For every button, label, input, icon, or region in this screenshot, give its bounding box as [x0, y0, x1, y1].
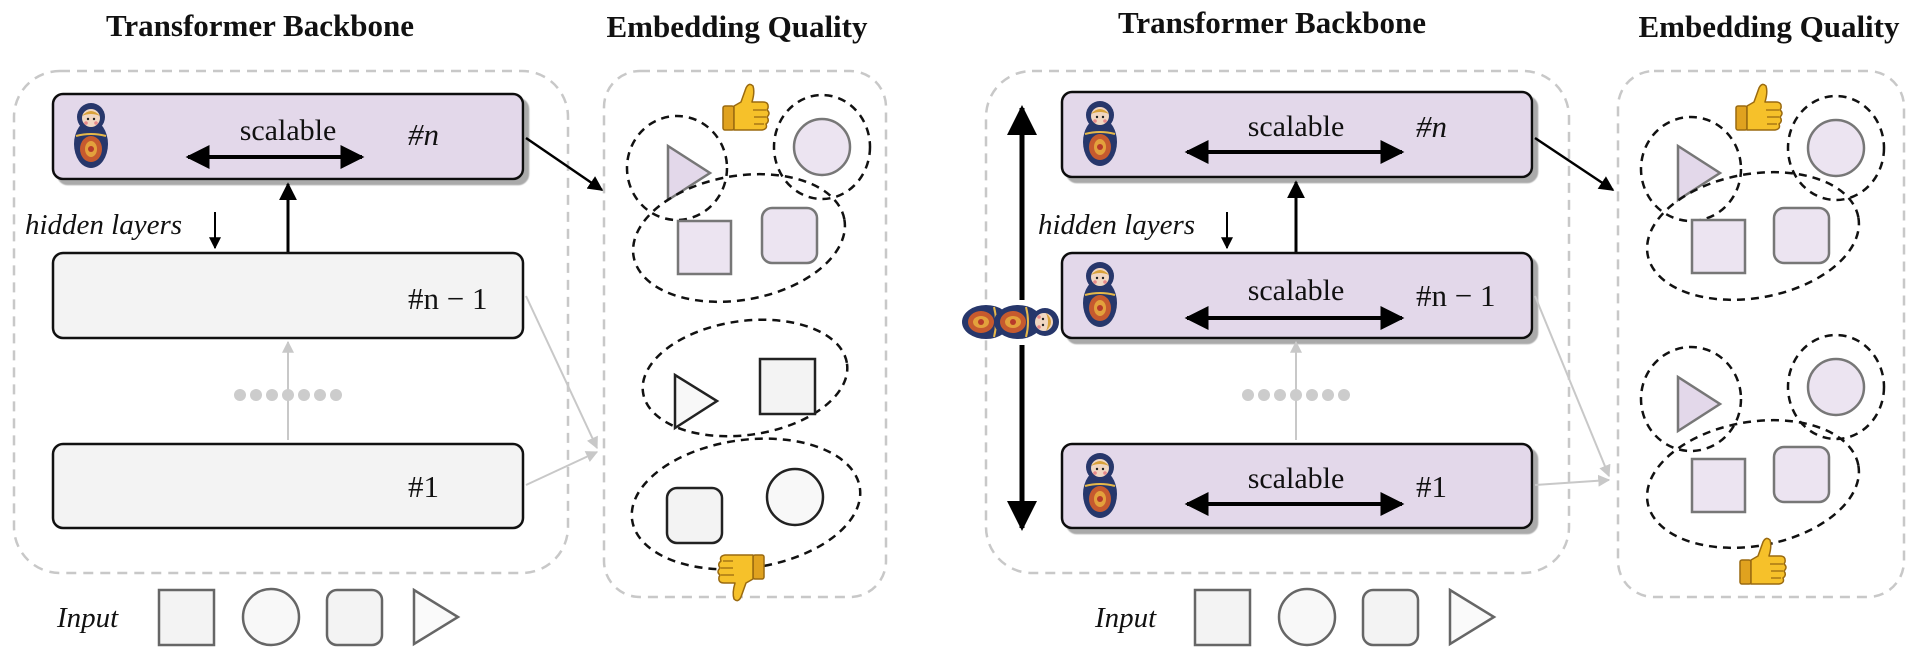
matryoshka-doll-icon	[73, 102, 109, 169]
left-layer-1-label: #1	[408, 469, 439, 504]
left-quality-container	[602, 69, 888, 599]
right-input-circle	[1277, 587, 1337, 647]
right-scalable-top-label: scalable	[1248, 110, 1345, 143]
left-bad-rounded-square	[665, 486, 724, 545]
left-quality-title: Embedding Quality	[607, 9, 868, 44]
left-input-triangle	[412, 587, 461, 647]
thumbs-up-icon	[1735, 83, 1783, 131]
left-layer-n-1-label: #n − 1	[408, 281, 487, 316]
left-input-square	[157, 588, 216, 647]
right-layer-1-to-quality-arrow	[1534, 474, 1611, 487]
right-top-square	[1690, 218, 1747, 275]
left-layer-n-1-to-quality-arrow	[525, 295, 598, 450]
left-good-circle	[792, 117, 852, 177]
right-bottom-triangle	[1676, 374, 1723, 434]
left-good-cluster-triangle	[625, 114, 729, 222]
left-backbone-container	[12, 69, 570, 575]
left-layer-1-to-quality-arrow	[525, 451, 599, 486]
left-layer-1	[51, 442, 525, 530]
right-bottom-cluster-triangle	[1639, 345, 1743, 453]
left-layer-n	[51, 92, 525, 181]
right-layer-n-label: #n	[1416, 109, 1447, 144]
left-input-label: Input	[56, 602, 119, 634]
thumbs-down-icon	[717, 554, 765, 602]
left-good-cluster-squares	[631, 172, 847, 304]
right-layer-1-label: #1	[1416, 469, 1447, 504]
right-layer-n-1	[1060, 251, 1534, 340]
thumbs-up-icon	[722, 83, 770, 131]
left-input-circle	[241, 587, 301, 647]
left-good-triangle	[666, 143, 713, 203]
left-backbone-title: Transformer Backbone	[106, 8, 414, 43]
left-layer-n-1	[51, 251, 525, 340]
left-good-cluster-circle	[772, 93, 872, 201]
right-scalable-mid-label: scalable	[1248, 274, 1345, 307]
right-backbone-container	[984, 69, 1571, 575]
right-scalable-bottom-label: scalable	[1248, 462, 1345, 495]
right-bottom-square	[1690, 457, 1747, 514]
left-panel: Transformer Backbone Embedding Quality s…	[12, 8, 888, 647]
right-top-cluster-triangle	[1639, 115, 1743, 223]
right-input-triangle	[1448, 587, 1497, 647]
left-good-square	[676, 219, 733, 276]
right-bottom-cluster-circle	[1786, 333, 1886, 441]
right-top-cluster-circle	[1786, 94, 1886, 202]
left-ellipsis-dots	[234, 389, 342, 401]
left-hidden-layers-label: hidden layers	[25, 209, 182, 241]
matryoshka-doll-icon	[1082, 261, 1118, 328]
left-good-rounded-square	[760, 206, 819, 265]
right-input-square	[1193, 588, 1252, 647]
right-bottom-cluster-squares	[1645, 418, 1861, 550]
right-layer-n-to-quality-arrow	[1534, 136, 1615, 192]
right-top-rounded-square	[1772, 206, 1831, 265]
left-layer-n-to-quality-arrow	[525, 136, 604, 192]
right-quality-container	[1616, 69, 1906, 599]
right-panel: Transformer Backbone Embedding Quality s…	[961, 5, 1906, 647]
right-top-circle	[1806, 118, 1866, 178]
right-ellipsis-dots	[1242, 389, 1350, 401]
right-quality-title: Embedding Quality	[1639, 9, 1900, 44]
right-bottom-circle	[1806, 357, 1866, 417]
right-layer-n-1-label: #n − 1	[1416, 278, 1495, 313]
thumbs-up-icon	[1739, 537, 1787, 585]
right-input-rounded-square	[1361, 588, 1420, 647]
left-input-rounded-square	[325, 588, 384, 647]
right-bottom-rounded-square	[1772, 445, 1831, 504]
right-top-triangle	[1676, 143, 1723, 203]
right-backbone-title: Transformer Backbone	[1118, 5, 1426, 40]
left-bad-triangle	[673, 372, 720, 431]
matryoshka-doll-icon	[1082, 452, 1118, 519]
right-hidden-layers-label: hidden layers	[1038, 209, 1195, 241]
left-scalable-label: scalable	[240, 114, 337, 147]
right-layer-n-1-to-quality-arrow	[1534, 295, 1611, 478]
matryoshka-doll-icon	[961, 304, 1060, 340]
right-top-cluster-squares	[1645, 170, 1861, 302]
left-bad-circle	[765, 467, 825, 527]
left-bad-cluster-top	[641, 318, 849, 438]
left-bad-square	[758, 357, 817, 416]
right-layer-1	[1060, 442, 1534, 530]
right-layer-n	[1060, 90, 1534, 179]
right-input-label: Input	[1094, 602, 1157, 634]
matryoshka-doll-icon	[1082, 100, 1118, 167]
left-layer-n-label: #n	[408, 117, 439, 152]
